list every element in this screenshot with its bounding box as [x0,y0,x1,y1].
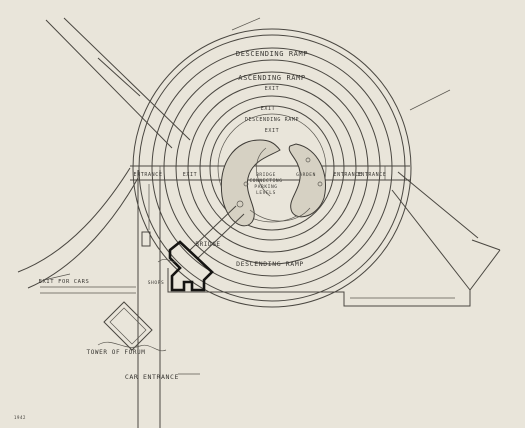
central-islands [220,139,326,227]
shops-building [168,240,214,292]
label-exit-mid: EXIT [265,128,279,134]
entrance-band [130,165,410,181]
label-tower-of-forum: TOWER OF FORUM [87,349,146,356]
access-road [137,170,161,428]
label-exit-inner: EXIT [261,106,275,112]
label-descending-ramp-top: DESCENDING RAMP [236,50,308,58]
center-note-line-2: CONNECTING [249,178,282,184]
boundary-wall [167,268,471,307]
label-descending-ramp-inner: DESCENDING RAMP [245,117,299,123]
label-entrance-right-inner: ENTRANCE [334,172,363,178]
label-ascending-ramp: ASCENDING RAMP [238,74,305,82]
diagonal-roads [45,17,501,291]
concentric-ramps [132,28,412,308]
center-note-line-1: BRIDGE [256,172,276,178]
label-car-entrance: CAR ENTRANCE [125,373,179,381]
tower-of-forum [97,301,167,352]
label-exit-top: EXIT [265,86,279,92]
center-note-line-3: PARKING [254,184,277,190]
label-garden-right: GARDEN [296,172,316,178]
corner-note: 1942 [14,415,26,420]
label-bridge: BRIDGE [195,241,220,248]
center-note-line-4: LEVELS [256,190,276,196]
label-exit-for-cars: EXIT FOR CARS [39,279,90,285]
arrows [43,273,200,375]
label-entrance-left: ENTRANCE [134,172,163,178]
bridge [189,205,245,259]
label-shops: SHOPS [148,280,165,286]
label-descending-ramp-bottom: DESCENDING RAMP [236,260,304,268]
label-entrance-right-outer: ENTRANCE [358,172,387,178]
label-exit-left-inner: EXIT [183,172,197,178]
curved-road [17,167,139,294]
